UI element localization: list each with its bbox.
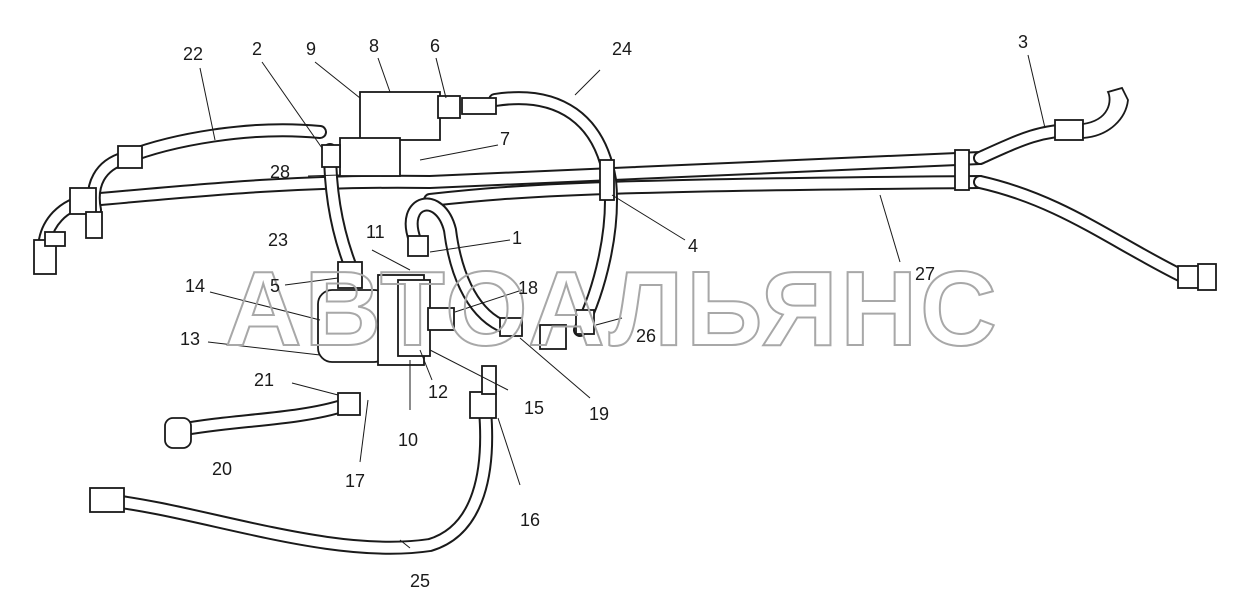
callout-23: 23 <box>268 230 288 250</box>
clamp-26 <box>575 309 595 335</box>
fitting-11 <box>407 235 429 257</box>
pump-flange <box>397 279 431 357</box>
callout-14: 14 <box>185 276 205 296</box>
clamp-16 <box>469 391 497 419</box>
callout-16: 16 <box>520 510 540 530</box>
fitting-left-a <box>117 145 143 169</box>
nut-27 <box>1197 263 1217 291</box>
callout-1: 1 <box>512 228 522 248</box>
elbow-3 <box>1082 86 1129 139</box>
fitting-left-e <box>44 231 66 247</box>
hose-25 <box>98 403 494 555</box>
callout-4: 4 <box>688 236 698 256</box>
callout-15: 15 <box>524 398 544 418</box>
callout-12: 12 <box>428 382 448 402</box>
callout-21: 21 <box>254 370 274 390</box>
fitting-left-c <box>85 211 103 239</box>
valve-block-8 <box>359 91 441 141</box>
callout-2: 2 <box>252 39 262 59</box>
bracket-7 <box>339 137 401 177</box>
leader-lines <box>199 54 1046 549</box>
fitting-3 <box>1054 119 1084 141</box>
callout-3: 3 <box>1018 32 1028 52</box>
fitting-26 <box>539 324 567 350</box>
callout-22: 22 <box>183 44 203 64</box>
fitting-24-end <box>461 97 497 115</box>
callout-8: 8 <box>369 36 379 56</box>
hose-20-end <box>164 417 192 449</box>
fitting-left-b <box>69 187 97 215</box>
callout-10: 10 <box>398 430 418 450</box>
watermark-text: АВТОАЛЬЯНС <box>225 250 1000 368</box>
callout-11: 11 <box>366 222 385 242</box>
clamp-4b <box>954 149 970 191</box>
callout-labels: 22 2 9 8 6 24 3 7 28 23 11 1 4 27 5 14 1… <box>180 32 1028 591</box>
clamp-4a <box>599 159 615 201</box>
callout-18: 18 <box>518 278 538 298</box>
callout-13: 13 <box>180 329 200 349</box>
callout-6: 6 <box>430 36 440 56</box>
callout-27: 27 <box>915 264 935 284</box>
callout-24: 24 <box>612 39 632 59</box>
callout-28: 28 <box>270 162 290 182</box>
fittings <box>33 86 1217 513</box>
callout-5: 5 <box>270 276 280 296</box>
callout-26: 26 <box>636 326 656 346</box>
fitting-25-end <box>89 487 125 513</box>
fitting-19 <box>499 317 523 337</box>
callout-9: 9 <box>306 39 316 59</box>
fitting-5 <box>337 261 363 289</box>
callout-7: 7 <box>500 129 510 149</box>
pump-outlet-18 <box>427 307 455 331</box>
clamp-2 <box>321 144 341 168</box>
callout-25: 25 <box>410 571 430 591</box>
fitting-6 <box>437 95 461 119</box>
callout-20: 20 <box>212 459 232 479</box>
callout-19: 19 <box>589 404 609 424</box>
clamp-21 <box>337 392 361 416</box>
callout-17: 17 <box>345 471 365 491</box>
